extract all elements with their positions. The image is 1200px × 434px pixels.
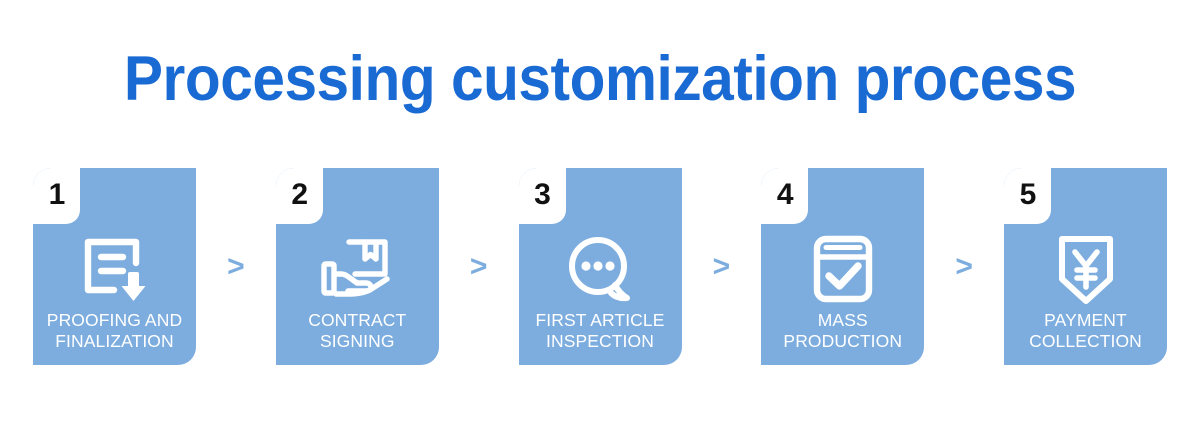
chevron-right-icon-2: >: [469, 250, 488, 283]
step-number-1: 1: [48, 178, 66, 211]
process-step-card-1[interactable]: 1 PROOFING AND FINALIZATION: [33, 168, 196, 365]
chevron-right-icon-3: >: [712, 250, 731, 283]
process-step-card-5[interactable]: 5 PAYMENT COLLECTION: [1004, 168, 1167, 365]
calendar-check-icon: [761, 226, 924, 311]
step-label-2: CONTRACT SIGNING: [308, 310, 407, 351]
process-step-card-2[interactable]: 2 CONTRACT SIGNING: [275, 168, 439, 365]
step-label-4: MASS PRODUCTION: [783, 310, 903, 351]
process-step-card-3[interactable]: 3 FIRST ARTICLE INSPECTION: [518, 168, 682, 365]
step-number-badge-4: 4: [761, 168, 809, 224]
speech-bubble-dots-icon: [519, 226, 682, 311]
step-number-5: 5: [1019, 178, 1037, 211]
step-number-badge-2: 2: [275, 168, 323, 224]
step-number-badge-1: 1: [33, 168, 80, 224]
document-download-icon: [33, 226, 196, 311]
hand-holding-package-icon: [276, 226, 439, 311]
process-flow: 1 PROOFING AND FINALIZATION >: [33, 168, 1167, 368]
step-number-2: 2: [291, 178, 309, 211]
chevron-right-icon-4: >: [955, 250, 973, 283]
process-step-card-4[interactable]: 4 MASS PRODUCTION: [761, 168, 925, 365]
step-number-badge-5: 5: [1004, 168, 1051, 224]
step-label-1: PROOFING AND FINALIZATION: [46, 310, 183, 351]
step-number-badge-3: 3: [518, 168, 566, 224]
step-label-5: PAYMENT COLLECTION: [1029, 310, 1142, 351]
yen-banner-icon: [1004, 226, 1167, 311]
chevron-right-icon-1: >: [227, 250, 245, 283]
step-number-4: 4: [776, 178, 794, 211]
page-title: Processing customization process: [123, 44, 1077, 114]
step-number-3: 3: [534, 178, 551, 211]
step-label-3: FIRST ARTICLE INSPECTION: [535, 310, 665, 351]
